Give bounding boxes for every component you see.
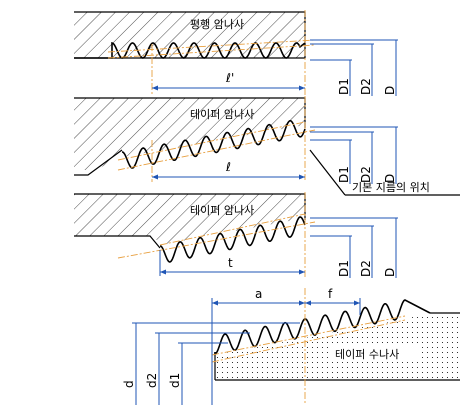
dim-l-prime: ℓ' xyxy=(225,71,234,85)
dim-p2-D: D xyxy=(383,174,397,183)
thread-profile xyxy=(74,42,306,59)
thread-profile xyxy=(160,216,306,263)
body-outline xyxy=(74,11,306,59)
label-taper-external: 테이퍼 수나사 xyxy=(335,348,399,361)
dim-t: t xyxy=(228,256,233,270)
dim-d1: d1 xyxy=(168,373,182,388)
dim-p1-D2: D2 xyxy=(359,78,373,95)
dim-f: f xyxy=(328,287,333,301)
dim-l: ℓ xyxy=(225,160,231,174)
thread-profile xyxy=(214,299,431,356)
pitch-line-lower xyxy=(107,44,316,59)
dim-d: d xyxy=(122,380,136,388)
body-outline xyxy=(214,312,460,381)
thread-profile xyxy=(122,120,306,169)
panel-taper-internal-thread-2: 테이퍼 암나사 t D1 D2 D xyxy=(74,192,398,278)
label-parallel-internal: 평행 암나사 xyxy=(190,18,244,31)
dim-d2: d2 xyxy=(145,373,159,388)
hatched-body xyxy=(74,194,305,245)
panel-taper-internal-thread-1: 테이퍼 암나사 ℓ D1 D2 D xyxy=(74,96,398,184)
panel-taper-external-thread: 테이퍼 수나사 a f d d2 d1 xyxy=(122,287,460,405)
dim-p3-D2: D2 xyxy=(359,260,373,277)
dim-p1-D1: D1 xyxy=(337,78,351,95)
label-taper-internal-1: 테이퍼 암나사 xyxy=(190,108,254,121)
hatched-body xyxy=(74,12,305,58)
dim-p3-D: D xyxy=(383,268,397,277)
label-base-diameter-position: 기본 지름의 위치 xyxy=(352,181,430,194)
dim-p3-D1: D1 xyxy=(337,260,351,277)
dim-p2-D1: D1 xyxy=(337,166,351,183)
pitch-line xyxy=(107,39,316,53)
dim-p2-D2: D2 xyxy=(359,166,373,183)
dim-p1-D: D xyxy=(383,86,397,95)
label-taper-internal-2: 테이퍼 암나사 xyxy=(190,204,254,217)
panel-parallel-internal-thread: 평행 암나사 ℓ' D1 D2 D xyxy=(74,10,398,96)
dim-a: a xyxy=(255,287,262,301)
hatched-body xyxy=(74,98,305,170)
callout-base-diameter-position: 기본 지름의 위치 xyxy=(309,149,460,196)
